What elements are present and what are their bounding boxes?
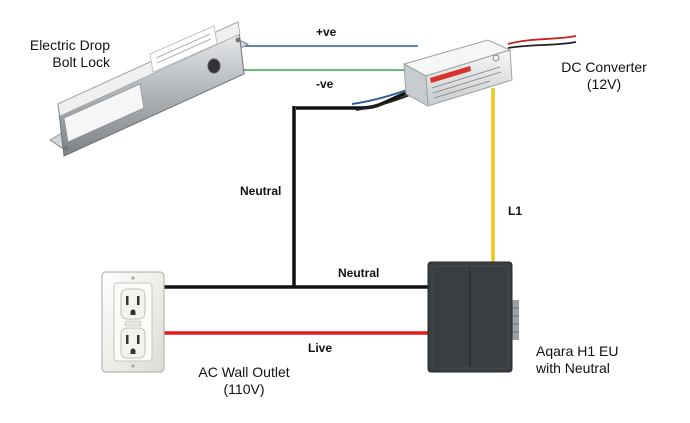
live-wire-label: Live: [308, 341, 333, 355]
converter-label: DC Converter (12V): [548, 59, 660, 93]
l1-wire-label: L1: [508, 204, 523, 218]
neutral-horizontal-label: Neutral: [338, 266, 380, 280]
switch-label: Aqara H1 EU with Neutral: [536, 343, 656, 377]
wall-switch-icon: [427, 261, 519, 373]
ac-wall-outlet-icon: [101, 271, 165, 373]
lock-label: Electric Drop Bolt Lock: [6, 37, 110, 71]
outlet-label-line2: (110V): [223, 380, 265, 397]
outlet-label: AC Wall Outlet (110V): [188, 364, 300, 398]
converter-input-wire-black: [507, 41, 577, 49]
converter-label-line1: DC Converter: [561, 59, 647, 75]
lock-label-line1: Electric Drop: [29, 37, 110, 53]
lock-label-line2: Bolt Lock: [52, 53, 110, 70]
neutral-vertical-label: Neutral: [240, 184, 282, 198]
converter-input-wire-red: [507, 35, 577, 45]
switch-label-line2: with Neutral: [536, 359, 610, 376]
converter-label-line2: (12V): [586, 75, 622, 92]
dc-converter-icon: [402, 39, 513, 107]
negative-wire-label: -ve: [316, 77, 334, 91]
outlet-label-line1: AC Wall Outlet: [198, 364, 290, 380]
positive-wire-label: +ve: [316, 25, 337, 39]
switch-label-line1: Aqara H1 EU: [536, 343, 619, 359]
electric-drop-bolt-lock-icon: [49, 21, 250, 157]
